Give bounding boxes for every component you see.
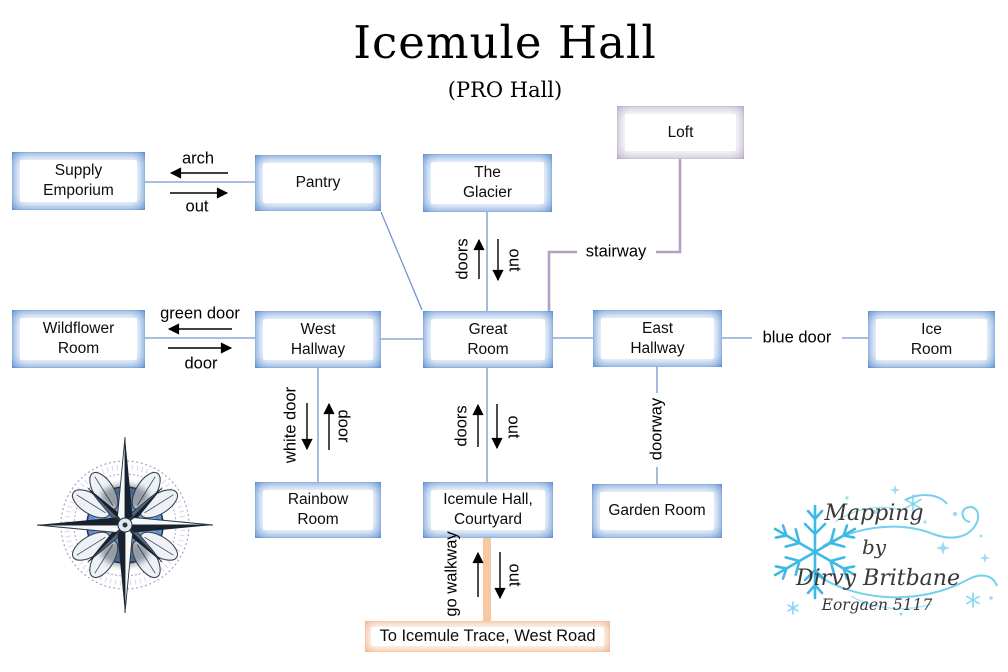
edge-label-blue-door: blue door (762, 328, 832, 347)
room-courtyard: Icemule Hall, Courtyard (423, 482, 553, 538)
edge-label-out: out (505, 248, 524, 272)
exit-icemule-trace: To Icemule Trace, West Road (365, 621, 610, 652)
room-pantry: Pantry (255, 155, 381, 211)
edge-label-green-door: green door (160, 304, 240, 323)
edge-label-arch: arch (181, 149, 215, 168)
room-label: East Hallway (630, 319, 685, 357)
edge-label-white-door: white door (281, 386, 300, 464)
room-label: Great Room (467, 320, 509, 358)
room-label: Loft (667, 123, 694, 141)
edge-label-out: out (505, 563, 524, 587)
room-great-room: Great Room (423, 311, 553, 368)
room-ice-room: Ice Room (868, 311, 995, 368)
edge-label-out: out (504, 415, 523, 439)
room-label: The Glacier (462, 164, 513, 201)
signature-line-2: by (861, 535, 887, 559)
edge-label-door: door (334, 409, 353, 443)
edge-label-doors: doors (453, 238, 472, 280)
room-label: Supply Emporium (43, 162, 114, 199)
room-label: Pantry (295, 174, 341, 192)
room-label: Garden Room (608, 502, 706, 520)
room-rainbow: Rainbow Room (255, 482, 381, 538)
blue-connectors (145, 181, 868, 484)
stairway-connector (547, 159, 682, 311)
edge-label-doors: doors (452, 405, 471, 447)
room-loft: Loft (617, 106, 744, 159)
signature-line-4: Eorgaen 5117 (821, 596, 933, 614)
room-label: Wildflower Room (42, 320, 115, 357)
room-label: Ice Room (910, 320, 953, 358)
signature-line-1: Mapping (824, 501, 924, 526)
map-title: Icemule Hall (353, 16, 657, 69)
edge-label-stairway: stairway (585, 242, 647, 261)
edge-label-door: door (184, 354, 218, 373)
room-label: Icemule Hall, Courtyard (443, 491, 533, 528)
room-label: To Icemule Trace, West Road (379, 626, 596, 645)
map-subtitle: (PRO Hall) (447, 78, 563, 102)
room-wildflower: Wildflower Room (12, 310, 145, 368)
room-west-hallway: West Hallway (255, 311, 381, 368)
room-garden: Garden Room (592, 484, 722, 538)
edge-label-out: out (185, 197, 209, 216)
room-label: Rainbow Room (287, 491, 349, 528)
edge-label-doorway: doorway (647, 397, 666, 461)
room-east-hallway: East Hallway (593, 310, 722, 367)
direction-arrows (167, 167, 506, 600)
room-label: West Hallway (290, 320, 346, 358)
signature-line-3: Dirvy Britbane (796, 566, 960, 591)
room-supply-emporium: Supply Emporium (12, 152, 145, 210)
snowflake-decoration (773, 485, 998, 616)
compass-rose-icon (36, 436, 214, 614)
edge-label-go-walkway: go walkway (442, 531, 461, 617)
room-the-glacier: The Glacier (423, 154, 552, 212)
